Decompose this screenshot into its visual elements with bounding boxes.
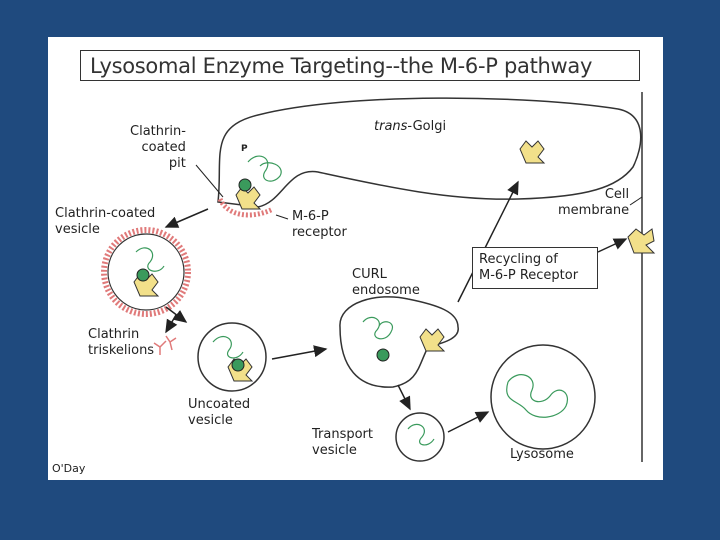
label-curl-endosome: CURL endosome bbox=[352, 267, 420, 298]
pathway-diagram bbox=[101, 92, 656, 462]
uncoated-vesicle bbox=[197, 322, 267, 392]
enzyme-icon bbox=[238, 178, 252, 192]
clathrin-pit-coat bbox=[217, 197, 275, 218]
receptor-icon bbox=[419, 328, 446, 352]
arrow-icon bbox=[271, 345, 328, 360]
arrow-icon bbox=[165, 306, 188, 323]
enzyme-icon bbox=[376, 348, 390, 362]
label-recycling: Recycling of M-6-P Receptor bbox=[479, 252, 579, 283]
receptor-icon bbox=[627, 228, 656, 254]
receptor-icon bbox=[519, 140, 546, 164]
label-uncoated-vesicle: Uncoated vesicle bbox=[188, 397, 251, 428]
label-m6p-receptor: M-6-P receptor bbox=[292, 209, 347, 240]
label-transport-vesicle: Transport vesicle bbox=[312, 427, 374, 458]
arrow-icon bbox=[457, 180, 519, 303]
arrow-icon bbox=[165, 314, 178, 334]
phosphate-mark: P bbox=[241, 144, 248, 154]
label-clathrin-coated-vesicle: Clathrin-coated vesicle bbox=[55, 206, 156, 237]
clathrin-coated-vesicle bbox=[101, 227, 191, 317]
label-trans-golgi: trans-Golgi bbox=[374, 119, 447, 134]
lysosome bbox=[490, 344, 596, 450]
enzyme-icon bbox=[231, 358, 245, 372]
arrow-icon bbox=[597, 238, 628, 253]
curl-endosome bbox=[339, 296, 459, 388]
triskelion-icon bbox=[153, 335, 177, 355]
page-title: Lysosomal Enzyme Targeting--the M-6-P pa… bbox=[90, 54, 593, 78]
diagram-panel: Lysosomal Enzyme Targeting--the M-6-P pa… bbox=[48, 37, 663, 480]
label-clathrin-coated-pit: Clathrin- coated pit bbox=[130, 124, 186, 171]
label-clathrin-triskelions: Clathrin triskelions bbox=[88, 327, 155, 358]
credit: O'Day bbox=[52, 462, 86, 475]
trans-golgi-membrane bbox=[217, 97, 642, 208]
arrow-icon bbox=[397, 384, 411, 411]
title-box: Lysosomal Enzyme Targeting--the M-6-P pa… bbox=[80, 50, 640, 81]
label-lysosome: Lysosome bbox=[510, 447, 574, 462]
transport-vesicle bbox=[395, 412, 445, 462]
enzyme-squiggles bbox=[135, 155, 568, 446]
arrow-icon bbox=[447, 411, 490, 433]
arrow-icon bbox=[164, 208, 209, 228]
label-cell-membrane: Cell membrane bbox=[558, 187, 630, 218]
enzyme-icon bbox=[136, 268, 150, 282]
recycling-box: Recycling of M-6-P Receptor bbox=[472, 247, 598, 289]
